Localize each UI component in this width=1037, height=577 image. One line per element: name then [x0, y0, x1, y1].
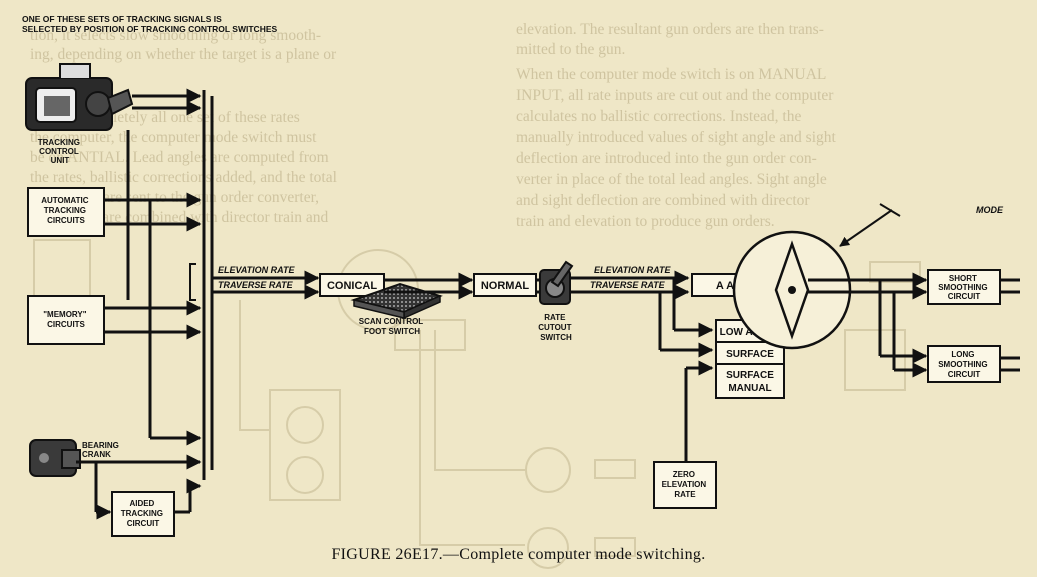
normal-switch: NORMAL — [473, 273, 537, 297]
tracking-control-unit-label: TRACKING — [38, 138, 80, 147]
rate-cutout-switch: RATE CUTOUT SWITCH — [538, 260, 574, 342]
traverse-rate-label-2: TRAVERSE RATE — [590, 280, 666, 290]
scan-switch-label: FOOT SWITCH — [364, 327, 420, 336]
svg-text:SHORT SMOOTHING CI: SHORT SMOOTHING CIRCUIT — [938, 274, 990, 301]
header-note-line: SELECTED BY POSITION OF TRACKING CONTROL… — [22, 24, 278, 34]
memory-circuits-label: "MEMORY" — [43, 310, 86, 319]
bleed-line: manually introduced values of sight angl… — [516, 129, 836, 146]
normal-label: NORMAL — [481, 280, 530, 292]
zero-elevation-label: ZERO — [673, 470, 695, 479]
svg-text:RATE CUTOUT SWITCH: RATE CUTOUT SWITCH — [538, 313, 573, 342]
header-note: ONE OF THESE SETS OF TRACKING SIGNALS IS… — [22, 14, 278, 34]
svg-text:BEARING CRANK: BEARING CRANK — [82, 441, 121, 459]
svg-text:SCAN CONTROL FOOT SWITCH: SCAN CONTROL FOOT SWITCH — [359, 317, 426, 336]
tracking-control-unit-label: CONTROL — [39, 147, 79, 156]
elevation-rate-label-2: ELEVATION RATE — [594, 265, 671, 275]
figure-caption: FIGURE 26E17.—Complete computer mode swi… — [331, 546, 706, 563]
mode-label: MODE — [976, 205, 1004, 215]
rate-cutout-label: SWITCH — [540, 333, 572, 342]
rate-cutout-label: RATE — [544, 313, 566, 322]
long-smoothing-label: CIRCUIT — [948, 370, 981, 379]
bleed-line: INPUT, all rate inputs are cut out and t… — [516, 87, 834, 104]
mode-option-surface-manual: MANUAL — [728, 383, 771, 394]
rate-signal-lines: ELEVATION RATE TRAVERSE RATE — [212, 265, 320, 300]
short-smoothing-label: CIRCUIT — [948, 292, 981, 301]
scan-switch-label: SCAN CONTROL — [359, 317, 424, 326]
long-smoothing-circuit: LONG SMOOTHING CIRCUIT — [927, 345, 1001, 383]
svg-text:ZERO ELEVATION RAT: ZERO ELEVATION RATE — [662, 470, 709, 499]
bearing-crank-label: CRANK — [82, 450, 111, 459]
rate-cutout-label: CUTOUT — [538, 323, 571, 332]
aided-tracking-circuit: AIDED TRACKING CIRCUIT — [111, 491, 175, 537]
bleed-line: the rates, ballistic corrections added, … — [30, 169, 337, 186]
tracking-control-unit-label: UNIT — [51, 156, 70, 165]
svg-text:TRACKING CONTROL U: TRACKING CONTROL UNIT — [38, 138, 82, 165]
automatic-tracking-label: CIRCUITS — [47, 216, 85, 225]
bleed-line: the computer, the computer mode switch m… — [30, 129, 317, 146]
bearing-crank-label: BEARING — [82, 441, 119, 450]
bleed-line: verter in place of the total lead angles… — [516, 171, 827, 188]
aa-label: A A — [716, 280, 734, 292]
elevation-rate-label: ELEVATION RATE — [218, 265, 295, 275]
mode-option-low-angle: LOW ANGLE — [720, 327, 781, 338]
bleed-line: elevation. The resultant gun orders are … — [516, 21, 824, 38]
traverse-rate-label: TRAVERSE RATE — [218, 280, 294, 290]
automatic-tracking-label: TRACKING — [44, 206, 86, 215]
bleed-line: train and elevation to produce gun order… — [516, 213, 775, 230]
svg-text:LONG SMOOTHING CIR: LONG SMOOTHING CIRCUIT — [938, 350, 990, 379]
zero-elevation-rate: ZERO ELEVATION RATE — [653, 360, 717, 509]
short-smoothing-circuit: SHORT SMOOTHING CIRCUIT — [927, 269, 1001, 305]
long-smoothing-label: SMOOTHING — [938, 360, 987, 369]
switch-to-smoothing-lines — [808, 272, 1020, 378]
mode-option-surface-manual: SURFACE — [726, 370, 774, 381]
memory-circuits-label: CIRCUITS — [47, 320, 85, 329]
bleed-line: and sight deflection are combined with d… — [516, 192, 810, 209]
short-smoothing-label: SHORT — [949, 274, 977, 283]
long-smoothing-label: LONG — [951, 350, 974, 359]
automatic-tracking-circuits: AUTOMATIC TRACKING CIRCUITS — [27, 187, 105, 237]
bleed-line: When the computer mode switch is on MANU… — [516, 66, 827, 83]
header-note-line: ONE OF THESE SETS OF TRACKING SIGNALS IS — [22, 14, 222, 24]
aided-tracking-label: CIRCUIT — [127, 519, 160, 528]
svg-text:"MEMORY" CIRCUITS: "MEMORY" CIRCUITS — [43, 310, 89, 329]
scan-control-foot-switch: SCAN CONTROL FOOT SWITCH — [350, 282, 443, 336]
bleed-line: tion, it selects slow smoothing or long … — [30, 27, 322, 44]
tracking-signal-wiring — [76, 88, 214, 520]
svg-text:AIDED TRACKING CIR: AIDED TRACKING CIRCUIT — [121, 499, 165, 528]
computer-mode-switch: MODE — [732, 203, 1004, 350]
mode-option-surface: SURFACE — [726, 349, 774, 360]
bleed-line: be on ANTIAL. Lead angles are computed f… — [30, 149, 329, 166]
bleed-line: calculates no ballistic corrections. Ins… — [516, 108, 802, 125]
bleed-line: mitted to the gun. — [516, 41, 626, 58]
tracking-control-unit: TRACKING CONTROL UNIT — [25, 63, 134, 165]
aided-tracking-label: TRACKING — [121, 509, 163, 518]
cutout-to-aa-lines: ELEVATION RATE TRAVERSE RATE — [570, 265, 714, 358]
memory-circuits: "MEMORY" CIRCUITS — [27, 295, 105, 345]
bleed-line: deflection are introduced into the gun o… — [516, 150, 817, 167]
bearing-crank: BEARING CRANK — [29, 439, 121, 477]
svg-text:AUTOMATIC TRACKING: AUTOMATIC TRACKING CIRCUITS — [41, 196, 91, 225]
conical-label: CONICAL — [327, 280, 377, 292]
zero-elevation-label: RATE — [674, 490, 696, 499]
short-smoothing-label: SMOOTHING — [938, 283, 987, 292]
zero-elevation-label: ELEVATION — [662, 480, 707, 489]
bleed-line: ing, depending on whether the target is … — [30, 46, 337, 63]
automatic-tracking-label: AUTOMATIC — [41, 196, 88, 205]
aided-tracking-label: AIDED — [129, 499, 154, 508]
conical-switch: CONICAL — [319, 273, 385, 297]
